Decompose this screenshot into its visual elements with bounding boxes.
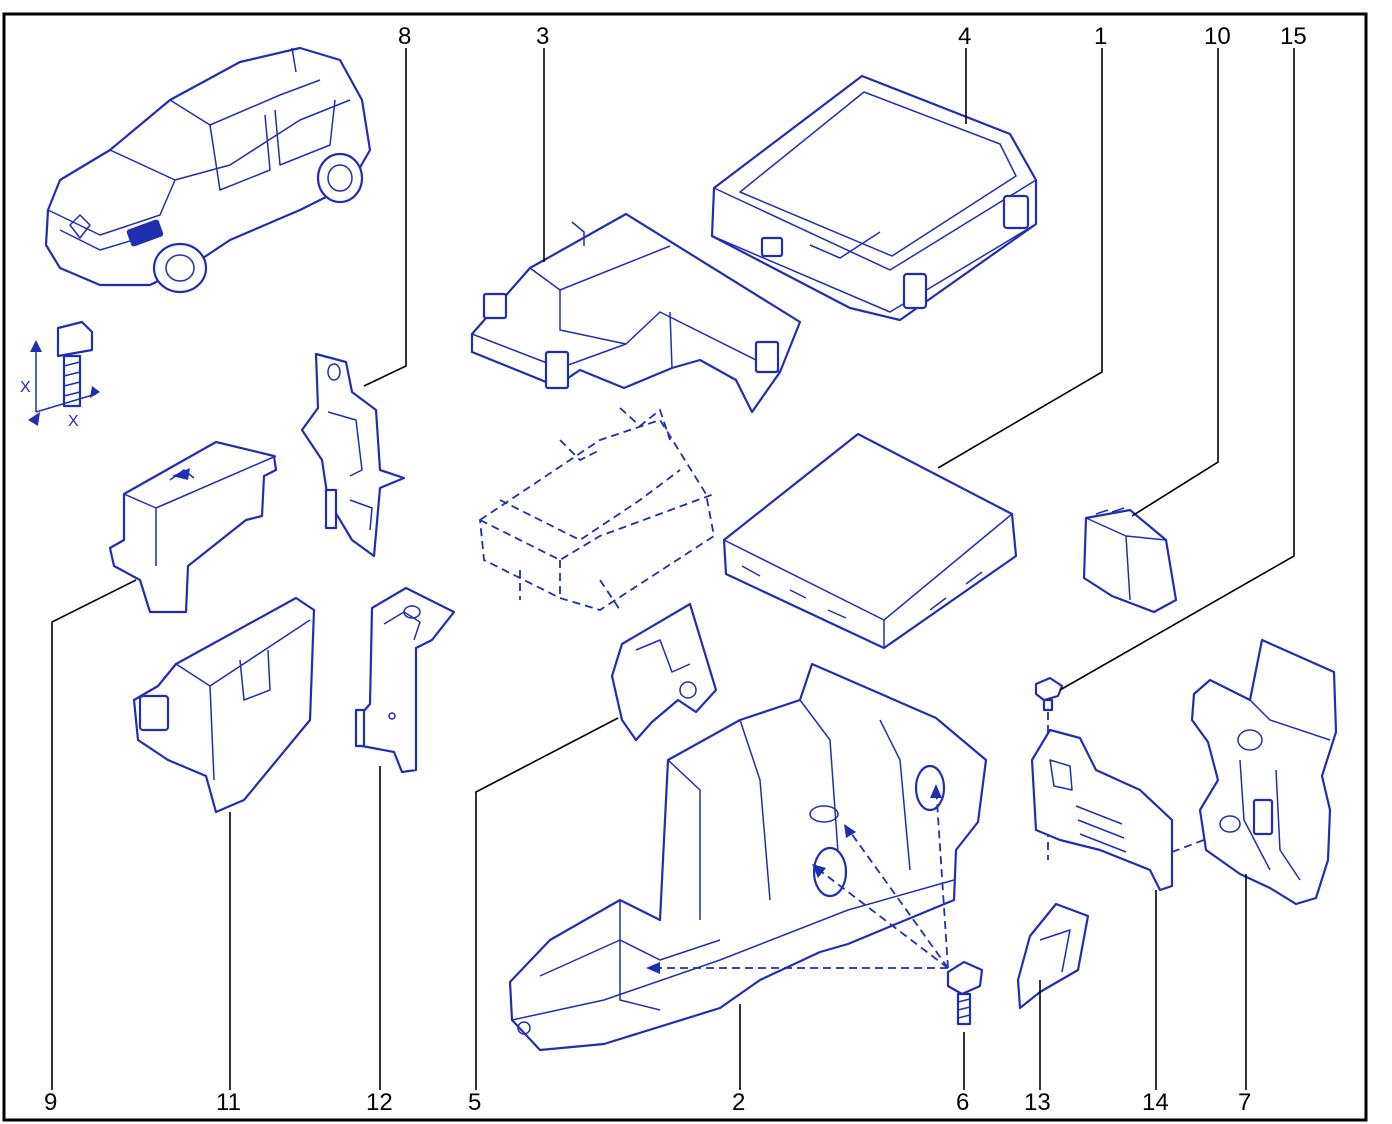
callout-8: 8 bbox=[398, 23, 411, 50]
callout-15: 15 bbox=[1280, 23, 1307, 50]
part-3-fuse-box-cover bbox=[470, 212, 802, 414]
part-14-mounting-plate bbox=[1030, 728, 1231, 892]
callout-7: 7 bbox=[1238, 1089, 1251, 1116]
part-5-retaining-clip bbox=[610, 602, 718, 742]
callout-1: 1 bbox=[1094, 23, 1107, 50]
part-4-fuse-box-lid bbox=[710, 74, 1038, 322]
part-11-connector-body bbox=[132, 596, 316, 814]
part-1-fuse-module bbox=[722, 432, 1018, 650]
diagram-frame bbox=[2, 12, 1368, 1122]
callout-14: 14 bbox=[1142, 1089, 1169, 1116]
callout-2: 2 bbox=[732, 1089, 745, 1116]
callout-3: 3 bbox=[536, 23, 549, 50]
part-10-small-connector bbox=[1082, 507, 1178, 614]
part-12-support-bracket bbox=[354, 586, 456, 774]
callout-6: 6 bbox=[956, 1089, 969, 1116]
leader-lines bbox=[51, 48, 1295, 1090]
part-7-large-bracket bbox=[1190, 638, 1338, 906]
callout-13: 13 bbox=[1024, 1089, 1051, 1116]
callout-12: 12 bbox=[366, 1089, 393, 1116]
vehicle-illustration bbox=[44, 46, 372, 294]
phantom-relay-carrier bbox=[479, 407, 715, 611]
part-9-connector-housing bbox=[108, 440, 278, 614]
callout-9: 9 bbox=[44, 1089, 57, 1116]
callout-5: 5 bbox=[468, 1089, 481, 1116]
part-6-screw bbox=[946, 960, 984, 1026]
callout-4: 4 bbox=[958, 23, 971, 50]
callout-10: 10 bbox=[1204, 23, 1231, 50]
torque-symbol: X X bbox=[20, 320, 100, 430]
torque-label-b: X bbox=[68, 413, 79, 430]
callout-labels: 8 3 4 1 10 15 9 11 12 5 2 6 13 14 7 bbox=[44, 23, 1307, 1116]
part-8-mounting-bracket bbox=[300, 352, 406, 558]
part-2-fuse-box-base bbox=[508, 662, 988, 1052]
part-13-cover-piece bbox=[1016, 902, 1090, 1010]
callout-11: 11 bbox=[216, 1089, 241, 1116]
torque-label-a: X bbox=[20, 379, 31, 396]
